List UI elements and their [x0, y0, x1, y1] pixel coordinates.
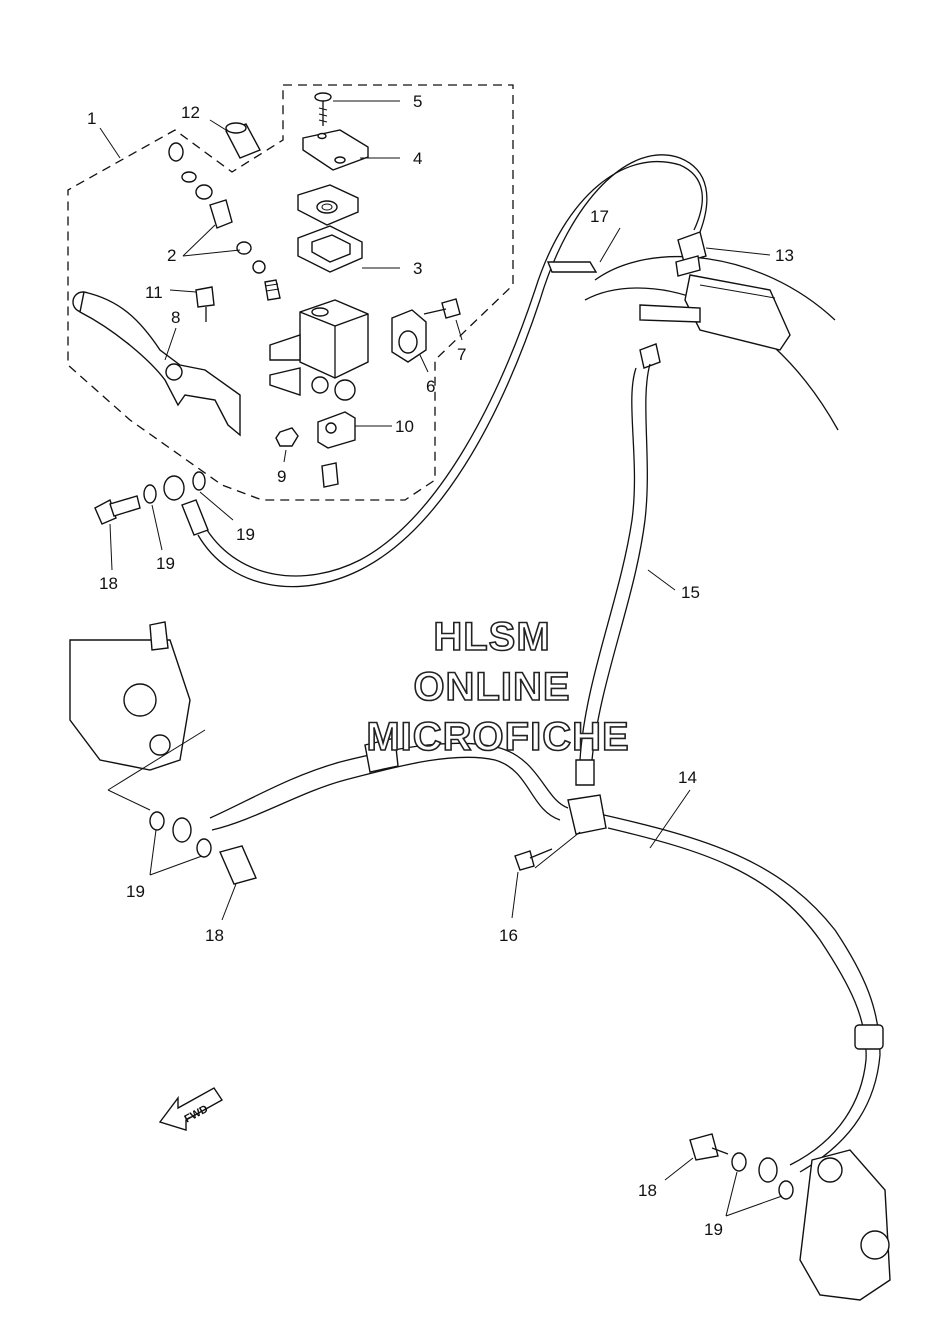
callout-3: 3: [413, 259, 422, 278]
callout-5: 5: [413, 92, 422, 111]
callout-9: 9: [277, 467, 286, 486]
callout-14: 14: [678, 768, 697, 787]
watermark-line-2: ONLINE: [413, 665, 570, 709]
three-way-joint: [514, 794, 607, 871]
watermark-line-3: MICROFICHE: [366, 715, 629, 759]
diaphragm-plate: [297, 184, 359, 226]
callout-17: 17: [590, 207, 609, 226]
hose-14: [603, 814, 884, 1173]
callout-2: 2: [167, 246, 176, 265]
rubber-boot: [225, 122, 261, 159]
upper-banjo-fitting: [94, 471, 209, 536]
forward-direction-arrow: FWD: [158, 1087, 224, 1131]
pivot-bolt: [195, 286, 215, 322]
brake-lever: [72, 291, 241, 437]
watermark: HLSM ONLINE MICROFICHE: [366, 614, 630, 760]
master-cylinder-body: [269, 299, 369, 401]
master-cylinder-assembly-boundary: [67, 84, 514, 501]
callout-7: 7: [457, 345, 466, 364]
master-cylinder-parts: [72, 92, 461, 488]
callout-1: 1: [87, 109, 96, 128]
callout-12: 12: [181, 103, 200, 122]
callout-19-right: 19: [704, 1220, 723, 1239]
piston-kit: [168, 142, 281, 301]
callout-18-left: 18: [205, 926, 224, 945]
right-brake-caliper: [689, 1133, 891, 1301]
callout-19-upper-b: 19: [236, 525, 255, 544]
right-handlebar-area: [546, 231, 839, 431]
callout-10: 10: [395, 417, 414, 436]
callout-6: 6: [426, 377, 435, 396]
upper-brake-hose: [197, 154, 708, 588]
hose-15: [575, 343, 661, 786]
hose-left: [209, 737, 569, 831]
callout-8: 8: [171, 308, 180, 327]
reservoir-screw: [314, 92, 332, 126]
callout-16: 16: [499, 926, 518, 945]
reservoir-cap: [302, 129, 369, 171]
diaphragm: [297, 225, 363, 273]
callout-15: 15: [681, 583, 700, 602]
clamp-bolt: [423, 298, 461, 319]
callout-13: 13: [775, 246, 794, 265]
leader-lines: [99, 100, 783, 1217]
callout-18-upper: 18: [99, 574, 118, 593]
callout-11: 11: [145, 283, 163, 302]
callout-labels: 1 2 3 4 5 6 7 8 9 10 11 12 13 14 15 16 1…: [87, 92, 794, 1239]
left-brake-caliper: [69, 621, 206, 811]
callout-19-upper-a: 19: [156, 554, 175, 573]
brake-light-switch: [317, 411, 356, 488]
watermark-line-1: HLSM: [433, 615, 550, 659]
callout-18-right: 18: [638, 1181, 657, 1200]
lower-left-banjo: [149, 811, 257, 885]
handlebar-clamp: [391, 309, 427, 363]
lever-nut: [275, 427, 299, 447]
callout-19-left: 19: [126, 882, 145, 901]
callout-4: 4: [413, 149, 422, 168]
